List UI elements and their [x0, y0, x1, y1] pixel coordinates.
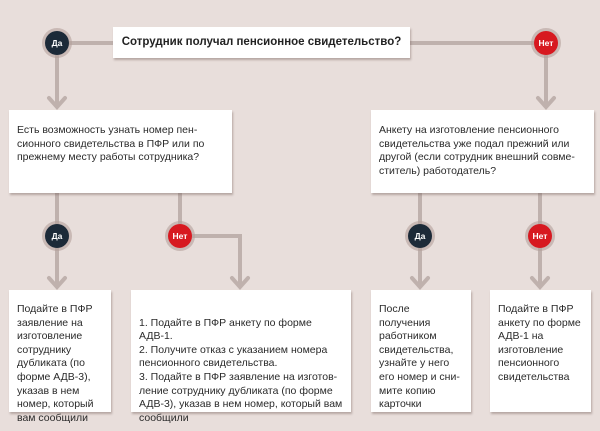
outcome-text: Подайте в ПФР анкету по форме АДВ-1 на и… — [498, 303, 581, 383]
outcome-text: 1. Подайте в ПФР анкету по форме АДВ-1. … — [139, 316, 343, 424]
arrow-icon — [47, 276, 67, 291]
yes-badge: Да — [45, 224, 69, 248]
connector-second-level — [55, 193, 542, 286]
outcome-box-2: 1. Подайте в ПФР анкету по форме АДВ-1. … — [131, 290, 351, 424]
arrow-icon — [536, 96, 556, 111]
outcome-box-3: После получения работником свидетельства… — [371, 290, 471, 412]
outcome-box-1: Подайте в ПФР заявление на изготовление … — [9, 290, 111, 424]
no-badge: Нет — [528, 224, 552, 248]
question-right-text: Анкету на изготовление пенсионного свиде… — [379, 124, 575, 177]
outcome-text: После получения работником свидетельства… — [379, 303, 460, 411]
arrow-icon — [410, 276, 430, 291]
question-main-text: Сотрудник получал пенсионное свидетельст… — [121, 35, 402, 48]
yes-badge: Да — [45, 31, 69, 55]
question-left-box: Есть возможность узнать номер пен-сионно… — [9, 110, 232, 193]
question-right-box: Анкету на изготовление пенсионного свиде… — [371, 110, 594, 193]
question-left-text: Есть возможность узнать номер пен-сионно… — [17, 124, 205, 164]
connector-first-level — [55, 55, 548, 106]
outcome-box-4: Подайте в ПФР анкету по форме АДВ-1 на и… — [490, 290, 591, 412]
arrow-icon — [530, 276, 550, 291]
no-badge: Нет — [168, 224, 192, 248]
arrow-icon — [230, 276, 250, 291]
no-badge: Нет — [534, 31, 558, 55]
yes-badge: Да — [408, 224, 432, 248]
question-main-box: Сотрудник получал пенсионное свидетельст… — [113, 27, 410, 58]
outcome-text: Подайте в ПФР заявление на изготовление … — [17, 303, 94, 424]
arrow-icon — [47, 96, 67, 111]
